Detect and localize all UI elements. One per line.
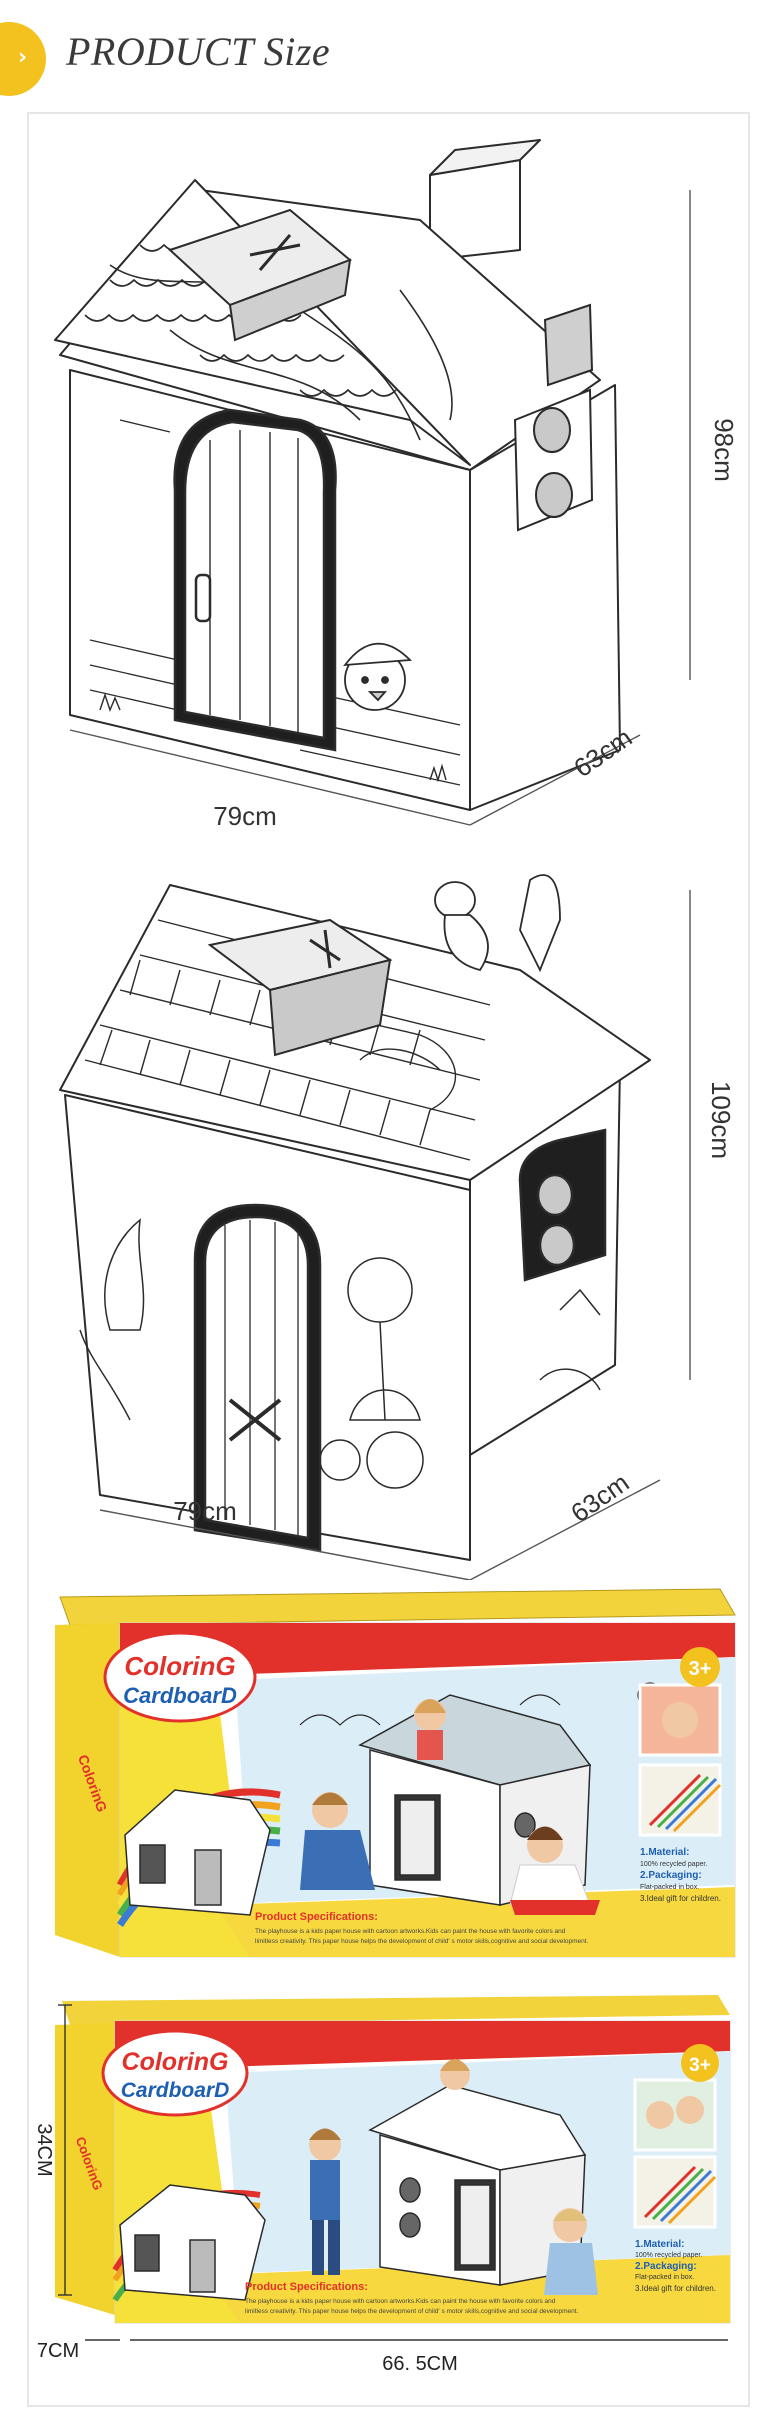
box-1-feature1-text: 100% recycled paper. bbox=[640, 1861, 707, 1868]
box-2-feature2-title: 2.Packaging: bbox=[635, 2261, 697, 2272]
box-2-dimensions bbox=[58, 2004, 728, 2341]
box-2-spec-line2: limitless creativity. This paper house h… bbox=[245, 2308, 579, 2315]
box-2-brand-bottom: CardboarD bbox=[121, 2079, 230, 2102]
box-1-spec-title: Product Specifications: bbox=[255, 1911, 378, 1923]
box-2-height-label: 34CM bbox=[33, 2123, 55, 2176]
house-1-height-label: 98cm bbox=[709, 418, 739, 482]
page-title: PRODUCT Size bbox=[66, 29, 331, 74]
box-1-feature2-title: 2.Packaging: bbox=[640, 1870, 702, 1881]
box-2-feature1-text: 100% recycled paper. bbox=[635, 2252, 702, 2259]
box-2-illustration: ColorinG CardboarD ColorinG 3+ 1. bbox=[33, 1995, 731, 2375]
house-1-illustration: 79cm 63cm 98cm bbox=[54, 139, 739, 831]
box-1-spec-line1: The playhouse is a kids paper house with… bbox=[255, 1928, 566, 1935]
box-2-feature1-title: 1.Material: bbox=[635, 2239, 684, 2250]
box-2-depth-label: 7CM bbox=[37, 2340, 79, 2362]
house-2-width-label: 79cm bbox=[173, 1496, 237, 1526]
box-1-age-badge: 3+ bbox=[689, 1658, 712, 1680]
house-2-illustration: 79cm 63cm 109cm bbox=[59, 874, 736, 1581]
box-1-illustration: ColorinG CardboarD ColorinG bbox=[55, 1588, 736, 1958]
box-1-section: ColorinG CardboarD ColorinG bbox=[0, 1585, 770, 1985]
box-2-feature3: 3.Ideal gift for children. bbox=[635, 2284, 716, 2293]
house-2-depth-label: 63cm bbox=[565, 1467, 634, 1528]
box-1-spec-line2: limitless creativity. This paper house h… bbox=[255, 1938, 589, 1945]
box-1-feature2-text: Flat-packed in box. bbox=[640, 1884, 699, 1891]
box-2-feature2-text: Flat-packed in box. bbox=[635, 2274, 694, 2281]
section-header: › PRODUCT Size bbox=[0, 0, 770, 105]
house-1-dimensions bbox=[69, 190, 691, 826]
house-2-height-label: 109cm bbox=[706, 1081, 736, 1159]
box-2-spec-title: Product Specifications: bbox=[245, 2281, 368, 2293]
box-2-section: ColorinG CardboarD ColorinG 3+ 1. bbox=[0, 1985, 770, 2410]
chevron-right-icon: › bbox=[18, 45, 28, 70]
box-2-brand-top: ColorinG bbox=[122, 2048, 229, 2076]
box-2-width-label: 66. 5CM bbox=[382, 2353, 458, 2375]
box-1-brand-bottom: CardboarD bbox=[123, 1683, 237, 1708]
house-1-width-label: 79cm bbox=[213, 801, 277, 831]
box-2-spec-line1: The playhouse is a kids paper house with… bbox=[245, 2298, 556, 2305]
house-2-section: 79cm 63cm 109cm bbox=[0, 860, 770, 1581]
box-1-feature3: 3.Ideal gift for children. bbox=[640, 1894, 721, 1903]
house-1-section: 79cm 63cm 98cm bbox=[0, 120, 770, 840]
box-1-feature1-title: 1.Material: bbox=[640, 1847, 689, 1858]
box-1-brand-top: ColorinG bbox=[124, 1651, 235, 1681]
content-frame bbox=[27, 112, 750, 2407]
house-2-dimensions bbox=[99, 890, 691, 1581]
box-2-age-badge: 3+ bbox=[689, 2055, 711, 2076]
